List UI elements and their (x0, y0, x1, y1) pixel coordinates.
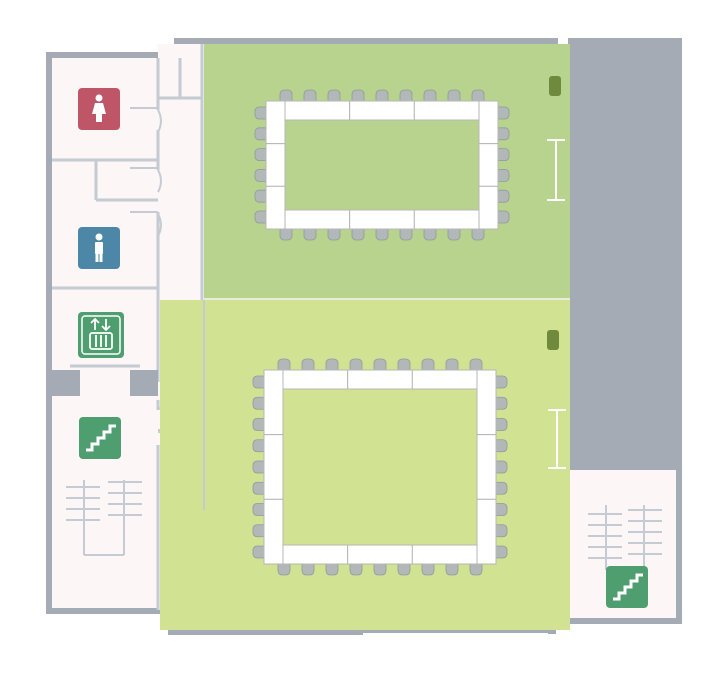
corridor-top-wall (174, 38, 204, 44)
table-segment (478, 185, 499, 230)
stairs-icon (613, 573, 643, 601)
top-left-wall (46, 52, 176, 58)
stairs-left-treads (66, 480, 142, 556)
table-segment (263, 369, 284, 436)
upper-room-screen (547, 139, 565, 201)
table-segment (284, 209, 351, 230)
table-segment (347, 544, 413, 565)
table-segment (282, 369, 349, 390)
bottom-main-wall (168, 627, 363, 635)
meeting-room-lower (160, 300, 570, 630)
bottom-left-wall (46, 608, 170, 614)
elevator (78, 312, 124, 358)
table-segment (282, 544, 349, 565)
left-outer-wall (46, 52, 52, 614)
table-segment (413, 209, 480, 230)
stairs-right (606, 566, 648, 608)
table-segment (476, 369, 497, 436)
female-restroom (78, 88, 120, 130)
table-segment (263, 498, 284, 565)
table-segment (349, 209, 415, 230)
stairs-icon (86, 424, 116, 452)
table-segment (265, 185, 286, 230)
man-restroom-icon (95, 233, 103, 262)
right-stair-wing (570, 470, 676, 618)
table-segment (478, 100, 499, 145)
stair-right-wall (676, 468, 682, 624)
table-segment (476, 434, 497, 500)
table-segment (413, 100, 480, 121)
stair-bottom-wall (566, 618, 682, 624)
table-segment (478, 143, 499, 187)
table-segment (263, 434, 284, 500)
elevator-pillar-right (130, 370, 158, 396)
right-wall-block (568, 38, 682, 470)
top-main-wall (200, 38, 558, 44)
lower-room-screen (548, 409, 566, 469)
elevator-icon (89, 317, 113, 350)
stairs-left (79, 417, 121, 459)
table-segment (265, 143, 286, 187)
table-segment (476, 498, 497, 565)
table-segment (411, 369, 478, 390)
elevator-pillar-left (52, 370, 80, 396)
table-segment (347, 369, 413, 390)
lower-room-wall-panel (547, 330, 559, 350)
table-segment (349, 100, 415, 121)
upper-room-furniture (254, 89, 510, 241)
upper-room-wall-panel (549, 76, 561, 96)
table-segment (411, 544, 478, 565)
male-restroom (78, 227, 120, 269)
table-segment (284, 100, 351, 121)
table-segment (265, 100, 286, 145)
woman-restroom-icon (92, 94, 106, 122)
lower-room-furniture (252, 358, 508, 576)
